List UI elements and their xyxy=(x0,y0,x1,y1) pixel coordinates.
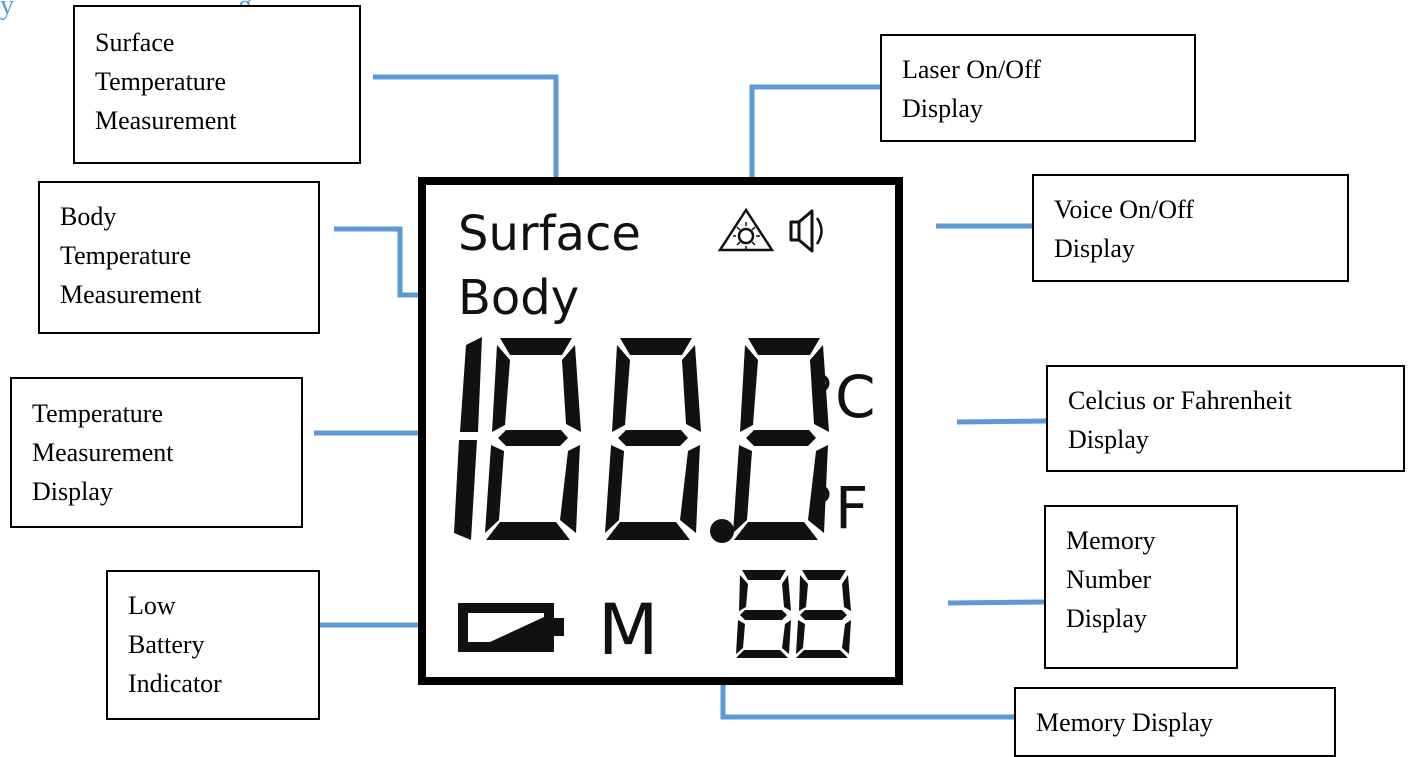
callout-line: Measurement xyxy=(32,438,174,467)
digit-8-third xyxy=(733,338,829,540)
callout-memory-display: Memory Display xyxy=(1014,687,1336,757)
callout-line: Memory xyxy=(1066,526,1156,555)
callout-line: Temperature xyxy=(32,399,163,428)
callout-memory-number: Memory Number Display xyxy=(1044,505,1238,669)
callout-body-temperature: Body Temperature Measurement xyxy=(38,181,320,334)
callout-low-battery: Low Battery Indicator xyxy=(106,570,320,720)
callout-line: Indicator xyxy=(128,669,222,698)
callout-temperature-display: Temperature Measurement Display xyxy=(10,377,303,528)
leader-line-memory-display xyxy=(720,672,1014,720)
callout-line: Display xyxy=(902,94,983,123)
callout-line: Measurement xyxy=(60,280,202,309)
laser-warning-triangle-icon xyxy=(717,207,775,252)
memory-digit-2 xyxy=(796,570,851,658)
surface-label: Surface xyxy=(458,206,641,262)
callout-surface-temperature: Surface Temperature Measurement xyxy=(73,5,361,164)
fahrenheit-label: °F xyxy=(806,474,868,542)
memory-digits xyxy=(736,570,851,658)
leader-line-unit xyxy=(956,418,1047,425)
main-digits xyxy=(454,337,829,543)
callout-celsius-fahrenheit: Celcius or Fahrenheit Display xyxy=(1046,365,1405,472)
callout-line: Display xyxy=(32,477,113,506)
callout-line: Temperature xyxy=(60,241,191,270)
callout-line: Surface xyxy=(95,28,175,57)
callout-line: Number xyxy=(1066,565,1152,594)
speaker-icon xyxy=(789,209,823,253)
callout-line: Low xyxy=(128,591,176,620)
callout-laser: Laser On/Off Display xyxy=(880,34,1196,142)
callout-line: Body xyxy=(60,202,117,231)
callout-line: Voice On/Off xyxy=(1054,195,1194,224)
leader-line-laser xyxy=(749,84,880,183)
battery-icon xyxy=(458,603,564,652)
decimal-point xyxy=(710,519,734,543)
digit-8-second xyxy=(605,338,701,540)
memory-label: M xyxy=(598,589,658,671)
digit-1 xyxy=(454,337,482,540)
callout-line: Laser On/Off xyxy=(902,55,1041,84)
callout-line: Display xyxy=(1068,425,1149,454)
leader-line-memory-number xyxy=(947,599,1045,606)
callout-line: Display xyxy=(1066,604,1147,633)
callout-voice: Voice On/Off Display xyxy=(1032,174,1349,282)
celsius-label: °C xyxy=(806,363,876,431)
callout-line: Memory Display xyxy=(1036,708,1213,737)
digit-8-first xyxy=(485,338,581,540)
memory-digit-1 xyxy=(736,570,791,658)
body-label: Body xyxy=(458,270,579,326)
callout-line: Temperature xyxy=(95,67,226,96)
callout-line: Battery xyxy=(128,630,205,659)
leader-line-surface xyxy=(373,74,559,193)
callout-line: Measurement xyxy=(95,106,237,135)
callout-line: Celcius or Fahrenheit xyxy=(1068,386,1292,415)
callout-line: Display xyxy=(1054,234,1135,263)
